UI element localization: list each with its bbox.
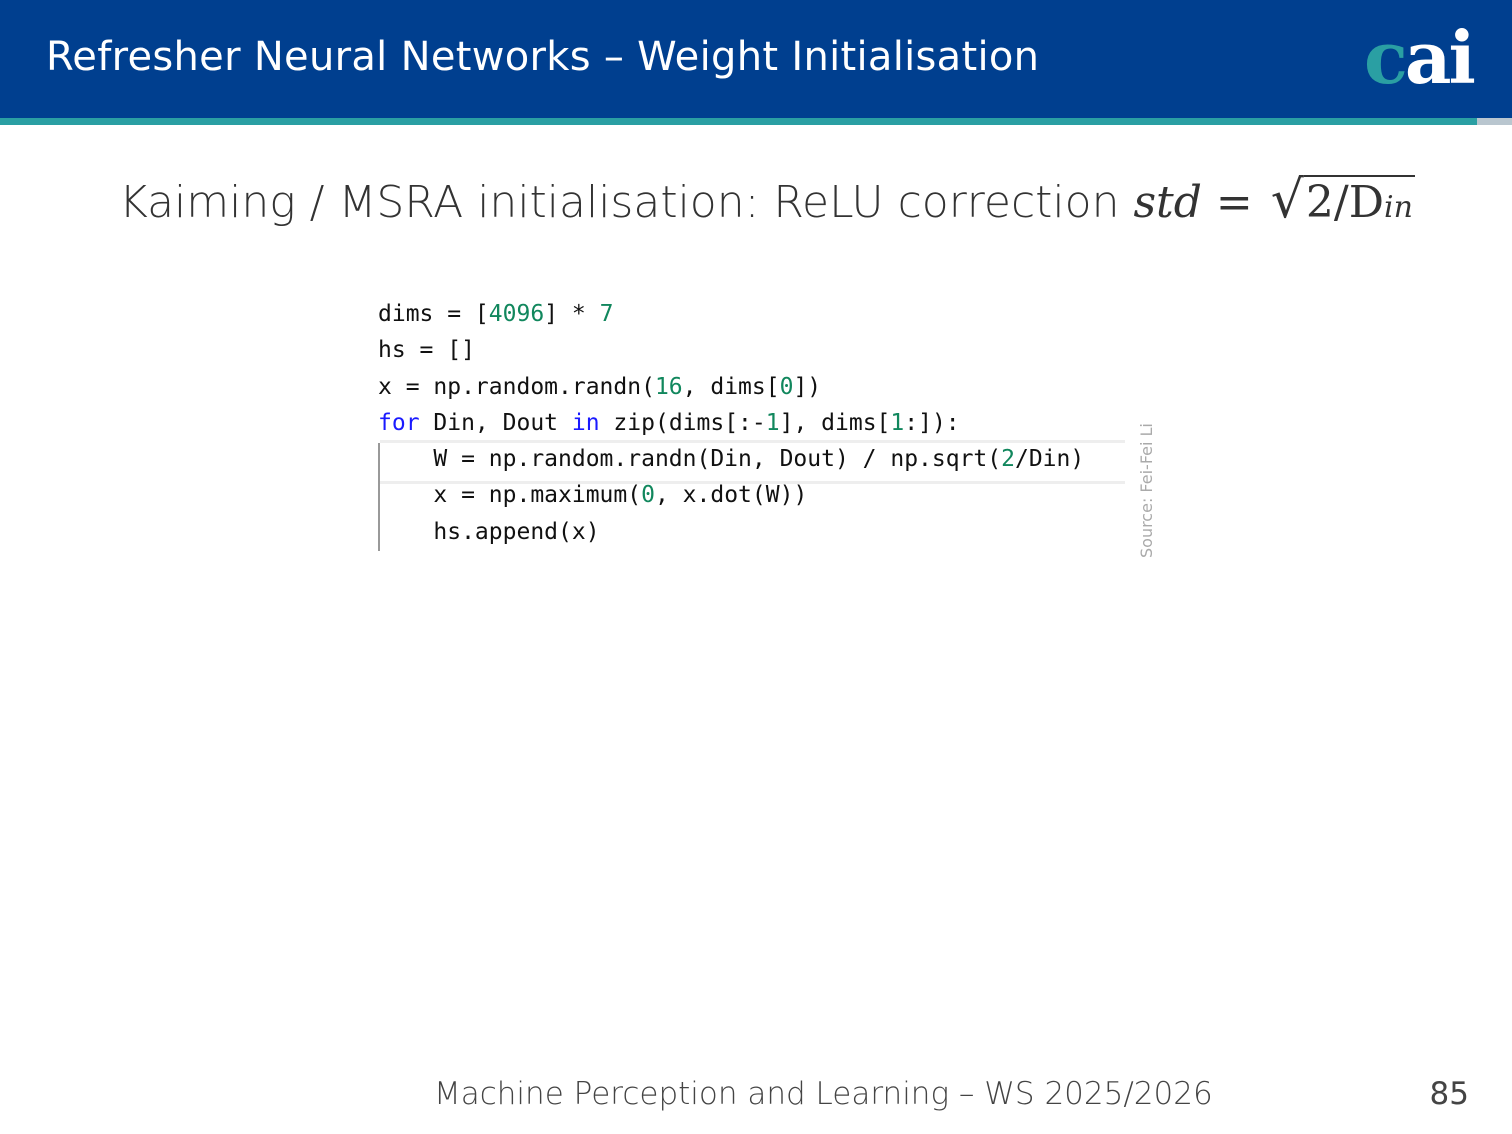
code-token: , dims[ (682, 373, 780, 400)
formula-body: 2/D (1305, 177, 1384, 228)
code-token: in (571, 409, 600, 436)
slide-subtitle: Kaiming / MSRA initialisation: ReLU corr… (119, 170, 1415, 230)
highlighted-line (380, 440, 1125, 484)
code-token: , x.dot(W)) (654, 482, 808, 509)
formula-eq: = (1201, 177, 1267, 228)
footer-course: Machine Perception and Learning – WS 202… (434, 1076, 1213, 1112)
code-token: ], dims[ (779, 409, 891, 436)
code-token: 7 (599, 301, 614, 327)
subtitle-text: Kaiming / MSRA initialisation: ReLU corr… (119, 177, 1134, 228)
code-token: zip(dims[:- (599, 409, 766, 436)
code-token: dims = [ (378, 301, 489, 327)
accent-bar (0, 118, 1477, 125)
formula-std: std (1133, 177, 1202, 228)
header-bar: Refresher Neural Networks – Weight Initi… (0, 0, 1512, 118)
code-token: W = np.random.randn(Din, Dout) / np.sqrt… (378, 446, 1002, 473)
formula: std = √2/Din (1133, 170, 1415, 230)
code-token: x = np.random.randn( (378, 373, 655, 400)
code-token: hs = [] (378, 337, 475, 364)
code-token: for (378, 409, 420, 436)
code-token: ]) (793, 373, 822, 400)
code-token: 1 (765, 409, 780, 436)
sqrt-symbol: √2/Din (1270, 170, 1415, 230)
code-line: dims = [4096] * 7 (378, 296, 1084, 332)
code-line: for Din, Dout in zip(dims[:-1], dims[1:]… (378, 405, 1084, 441)
code-token: /Din) (1014, 446, 1085, 473)
code-line: x = np.maximum(0, x.dot(W)) (378, 477, 1084, 513)
cai-logo: cai (1364, 15, 1476, 100)
code-token: 1 (890, 409, 905, 436)
code-token: ] * (544, 301, 600, 327)
formula-subscript: in (1383, 190, 1413, 225)
code-line: x = np.random.randn(16, dims[0]) (378, 369, 1084, 405)
code-token: 2 (1001, 446, 1015, 473)
code-token: :]): (904, 409, 960, 436)
code-line: hs.append(x) (378, 514, 1084, 550)
progress-bar-remainder (1477, 118, 1512, 125)
slide-title: Refresher Neural Networks – Weight Initi… (46, 34, 1040, 80)
code-token: 0 (779, 373, 794, 400)
code-token: 16 (654, 373, 683, 400)
source-credit: Source: Fei-Fei Li (1137, 423, 1156, 558)
code-line: W = np.random.randn(Din, Dout) / np.sqrt… (378, 441, 1084, 477)
code-token: x = np.maximum( (378, 482, 642, 509)
code-token: hs.append(x) (378, 518, 600, 545)
code-token: 4096 (488, 301, 545, 327)
indent-guide (378, 443, 380, 551)
code-line: hs = [] (378, 332, 1084, 368)
page-number: 85 (1429, 1076, 1469, 1112)
code-token: Din, Dout (419, 409, 572, 436)
code-block: dims = [4096] * 7 hs = [] x = np.random.ra… (378, 296, 1084, 550)
code-token: 0 (641, 482, 655, 509)
